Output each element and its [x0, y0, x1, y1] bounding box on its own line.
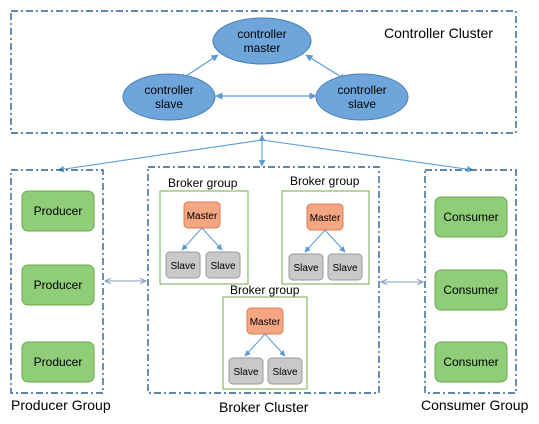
controller-slave-left-line1: controller — [144, 83, 193, 97]
arrow-controller-to-consumer — [261, 139, 474, 173]
controller-slave-right-node: controller slave — [315, 73, 409, 121]
consumer-group-box — [424, 169, 517, 394]
consumer-label: Consumer — [443, 355, 498, 369]
broker-group-2: Broker group Master Slave Slave — [281, 174, 370, 285]
slave-label: Slave — [272, 367, 297, 378]
master-label: Master — [187, 211, 218, 222]
slave-node — [267, 357, 303, 385]
slave-label: Slave — [233, 367, 258, 378]
broker-group-title: Broker group — [230, 283, 300, 297]
slave-label: Slave — [293, 263, 318, 274]
controller-master-line2: master — [244, 41, 281, 55]
slave-node — [327, 253, 363, 281]
producer-node-1: Producer — [21, 190, 95, 232]
master-label: Master — [310, 213, 341, 224]
master-label: Master — [250, 317, 281, 328]
slave-label: Slave — [210, 261, 235, 272]
slave-node — [165, 251, 201, 279]
controller-slave-right-line2: slave — [348, 97, 376, 111]
producer-node-3: Producer — [21, 341, 95, 383]
consumer-node-1: Consumer — [434, 196, 508, 238]
controller-slave-left-line2: slave — [155, 97, 183, 111]
controller-slave-right-line1: controller — [337, 83, 386, 97]
consumer-node-2: Consumer — [434, 269, 508, 311]
slave-node — [228, 357, 264, 385]
producer-label: Producer — [34, 204, 83, 218]
producer-node-2: Producer — [21, 264, 95, 306]
broker-group-title: Broker group — [290, 174, 360, 188]
slave-node — [288, 253, 324, 281]
controller-master-node: controller master — [212, 17, 312, 65]
producer-group-title: Producer Group — [11, 397, 111, 413]
producer-group-box — [10, 169, 104, 394]
slave-node — [205, 251, 241, 279]
producer-label: Producer — [34, 355, 83, 369]
controller-cluster-box — [10, 10, 517, 134]
controller-master-line1: controller — [237, 27, 286, 41]
consumer-label: Consumer — [443, 210, 498, 224]
arrow-controller-to-producer — [57, 139, 263, 173]
controller-cluster-title: Controller Cluster — [384, 25, 493, 41]
consumer-label: Consumer — [443, 283, 498, 297]
consumer-group-title: Consumer Group — [421, 397, 529, 413]
consumer-node-3: Consumer — [434, 341, 508, 383]
controller-slave-left-node: controller slave — [122, 73, 216, 121]
broker-cluster-title: Broker Cluster — [219, 399, 309, 415]
slave-label: Slave — [332, 263, 357, 274]
broker-cluster-box — [147, 166, 380, 394]
slave-label: Slave — [170, 261, 195, 272]
producer-label: Producer — [34, 278, 83, 292]
broker-group-1: Broker group Master Slave Slave — [159, 176, 249, 285]
broker-group-title: Broker group — [168, 176, 238, 190]
arrow-master-slave-right — [305, 54, 347, 81]
broker-group-3: Broker group Master Slave Slave — [222, 283, 308, 390]
